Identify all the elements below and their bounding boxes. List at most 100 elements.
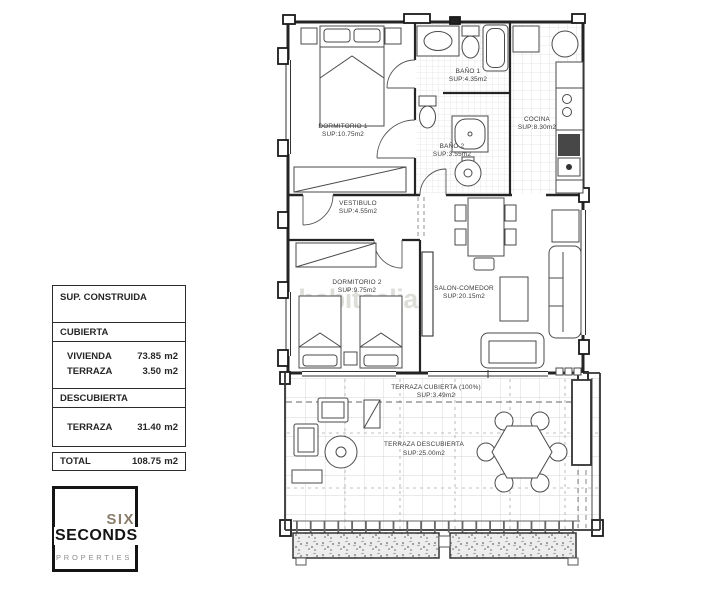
room-name: BAÑO 1 bbox=[456, 66, 481, 75]
boiler-icon bbox=[551, 30, 579, 58]
round-table-icon bbox=[324, 435, 358, 469]
bath2-fixtures bbox=[418, 95, 489, 187]
entry-door-arc bbox=[302, 194, 334, 226]
bath1-door-arc bbox=[386, 59, 416, 89]
washing-machine-icon bbox=[512, 25, 540, 53]
bench-icon bbox=[291, 469, 323, 484]
total-label: TOTAL bbox=[60, 456, 91, 467]
windows bbox=[283, 60, 588, 378]
vent-grille-icon bbox=[555, 367, 582, 376]
wardrobe-icon bbox=[293, 166, 407, 193]
side-table-icon bbox=[551, 209, 580, 243]
room-area: SUP:20.15m2 bbox=[443, 293, 485, 300]
sofa-icon bbox=[548, 245, 582, 339]
kitchen-sink-icon bbox=[557, 134, 581, 177]
bath2-door-arc bbox=[419, 168, 447, 196]
stove-icon bbox=[562, 94, 572, 117]
section-rows: TERRAZA 31.40 m2 bbox=[53, 408, 185, 446]
nightstand-icon bbox=[384, 27, 402, 45]
row-label: TERRAZA bbox=[67, 366, 113, 377]
hex-table-icon bbox=[491, 425, 553, 479]
coffee-table-icon bbox=[499, 276, 529, 322]
planter-box-icon bbox=[363, 399, 381, 429]
terrace-dining-set bbox=[476, 411, 568, 493]
row-value: 31.40 bbox=[137, 422, 161, 433]
bedroom2-furniture bbox=[295, 242, 403, 369]
sofa-icon bbox=[480, 332, 545, 369]
planter-icon bbox=[292, 532, 440, 559]
toilet-icon bbox=[461, 25, 480, 59]
total-unit: m2 bbox=[164, 456, 178, 467]
logo-word-seconds: SECONDS bbox=[54, 527, 139, 545]
room-area: SUP:8.30m2 bbox=[518, 124, 556, 131]
room-labels: DORMITORIO 1 SUP:10.75m2 BAÑO 1 SUP:4.35… bbox=[318, 66, 556, 457]
table-row: TERRAZA 3.50 m2 bbox=[67, 364, 178, 379]
agency-logo: SIX SECONDS PROPERTIES bbox=[52, 486, 139, 572]
room-name: VESTIBULO bbox=[339, 200, 377, 207]
total-value: 108.75 bbox=[131, 456, 161, 467]
table-header: SUP. CONSTRUIDA bbox=[53, 286, 185, 323]
section-uncovered: DESCUBIERTA TERRAZA 31.40 m2 bbox=[53, 388, 185, 446]
room-area: SUP:3.55m2 bbox=[433, 151, 471, 158]
dining-table-icon bbox=[467, 197, 505, 257]
pedestal-sink-icon bbox=[454, 156, 482, 187]
room-area: SUP:4.35m2 bbox=[449, 76, 487, 83]
row-value: 73.85 bbox=[137, 351, 161, 362]
toilet-icon bbox=[418, 95, 437, 129]
kitchen-fixtures bbox=[512, 25, 584, 194]
logo-word-six: SIX bbox=[102, 511, 135, 528]
room-name: TERRAZA DESCUBIERTA bbox=[384, 441, 464, 448]
walls bbox=[286, 20, 585, 375]
living-furniture bbox=[454, 197, 582, 376]
row-unit: m2 bbox=[164, 351, 178, 362]
section-title: DESCUBIERTA bbox=[53, 389, 185, 408]
room-area: SUP:9.75m2 bbox=[338, 287, 376, 294]
room-name: TERRAZA CUBIERTA (100%) bbox=[391, 384, 481, 391]
room-area: SUP:4.55m2 bbox=[339, 208, 377, 215]
room-name: COCINA bbox=[524, 116, 551, 123]
row-label: VIVIENDA bbox=[67, 351, 112, 362]
sink-icon bbox=[416, 25, 460, 57]
row-label: TERRAZA bbox=[67, 422, 113, 433]
nightstand-icon bbox=[300, 27, 318, 45]
single-bed-icon bbox=[359, 295, 403, 369]
row-unit: m2 bbox=[164, 366, 178, 377]
single-bed-icon bbox=[298, 295, 342, 369]
table-row: TERRAZA 31.40 m2 bbox=[67, 420, 178, 435]
dining-chairs bbox=[454, 204, 517, 271]
shower-icon bbox=[451, 115, 489, 153]
window-bedroom1 bbox=[285, 60, 291, 154]
nightstand-icon bbox=[343, 351, 358, 366]
room-name: BAÑO 2 bbox=[440, 141, 465, 150]
area-summary-table: SUP. CONSTRUIDA CUBIERTA VIVIENDA 73.85 … bbox=[52, 285, 186, 471]
bath1-fixtures bbox=[416, 24, 509, 72]
bedroom2-door-arc bbox=[373, 239, 403, 269]
terrace-railing bbox=[292, 520, 580, 566]
section-covered: CUBIERTA VIVIENDA 73.85 m2 TERRAZA 3.50 … bbox=[53, 323, 185, 388]
lounge-chair-icon bbox=[317, 397, 349, 423]
bedroom1-door-arc bbox=[376, 119, 416, 159]
total-row: TOTAL 108.75 m2 bbox=[52, 452, 186, 471]
logo-word-properties: PROPERTIES bbox=[56, 553, 133, 562]
bedroom1-furniture bbox=[293, 25, 407, 193]
window-bedroom2 bbox=[285, 292, 291, 356]
terrace-sliding-door bbox=[428, 370, 548, 378]
summary-main-box: SUP. CONSTRUIDA CUBIERTA VIVIENDA 73.85 … bbox=[52, 285, 186, 447]
lounge-chair-icon bbox=[293, 423, 319, 457]
room-area: SUP:3.49m2 bbox=[417, 392, 455, 399]
room-area: SUP:10.75m2 bbox=[322, 131, 364, 138]
terrace-planter-tall bbox=[571, 379, 592, 466]
room-name: DORMITORIO 1 bbox=[318, 123, 367, 130]
terrace-lounge-furniture bbox=[291, 397, 381, 484]
section-rows: VIVIENDA 73.85 m2 TERRAZA 3.50 m2 bbox=[53, 342, 185, 388]
row-unit: m2 bbox=[164, 422, 178, 433]
room-area: SUP:25.00m2 bbox=[403, 450, 445, 457]
terrace-door-bedroom2 bbox=[302, 371, 396, 377]
room-name: SALON-COMEDOR bbox=[434, 285, 494, 292]
open-passage-dashes bbox=[417, 197, 425, 238]
room-name: DORMITORIO 2 bbox=[332, 279, 381, 286]
terrace-structure bbox=[284, 372, 601, 531]
bathtub-icon bbox=[482, 24, 509, 72]
door-arcs bbox=[302, 59, 447, 269]
